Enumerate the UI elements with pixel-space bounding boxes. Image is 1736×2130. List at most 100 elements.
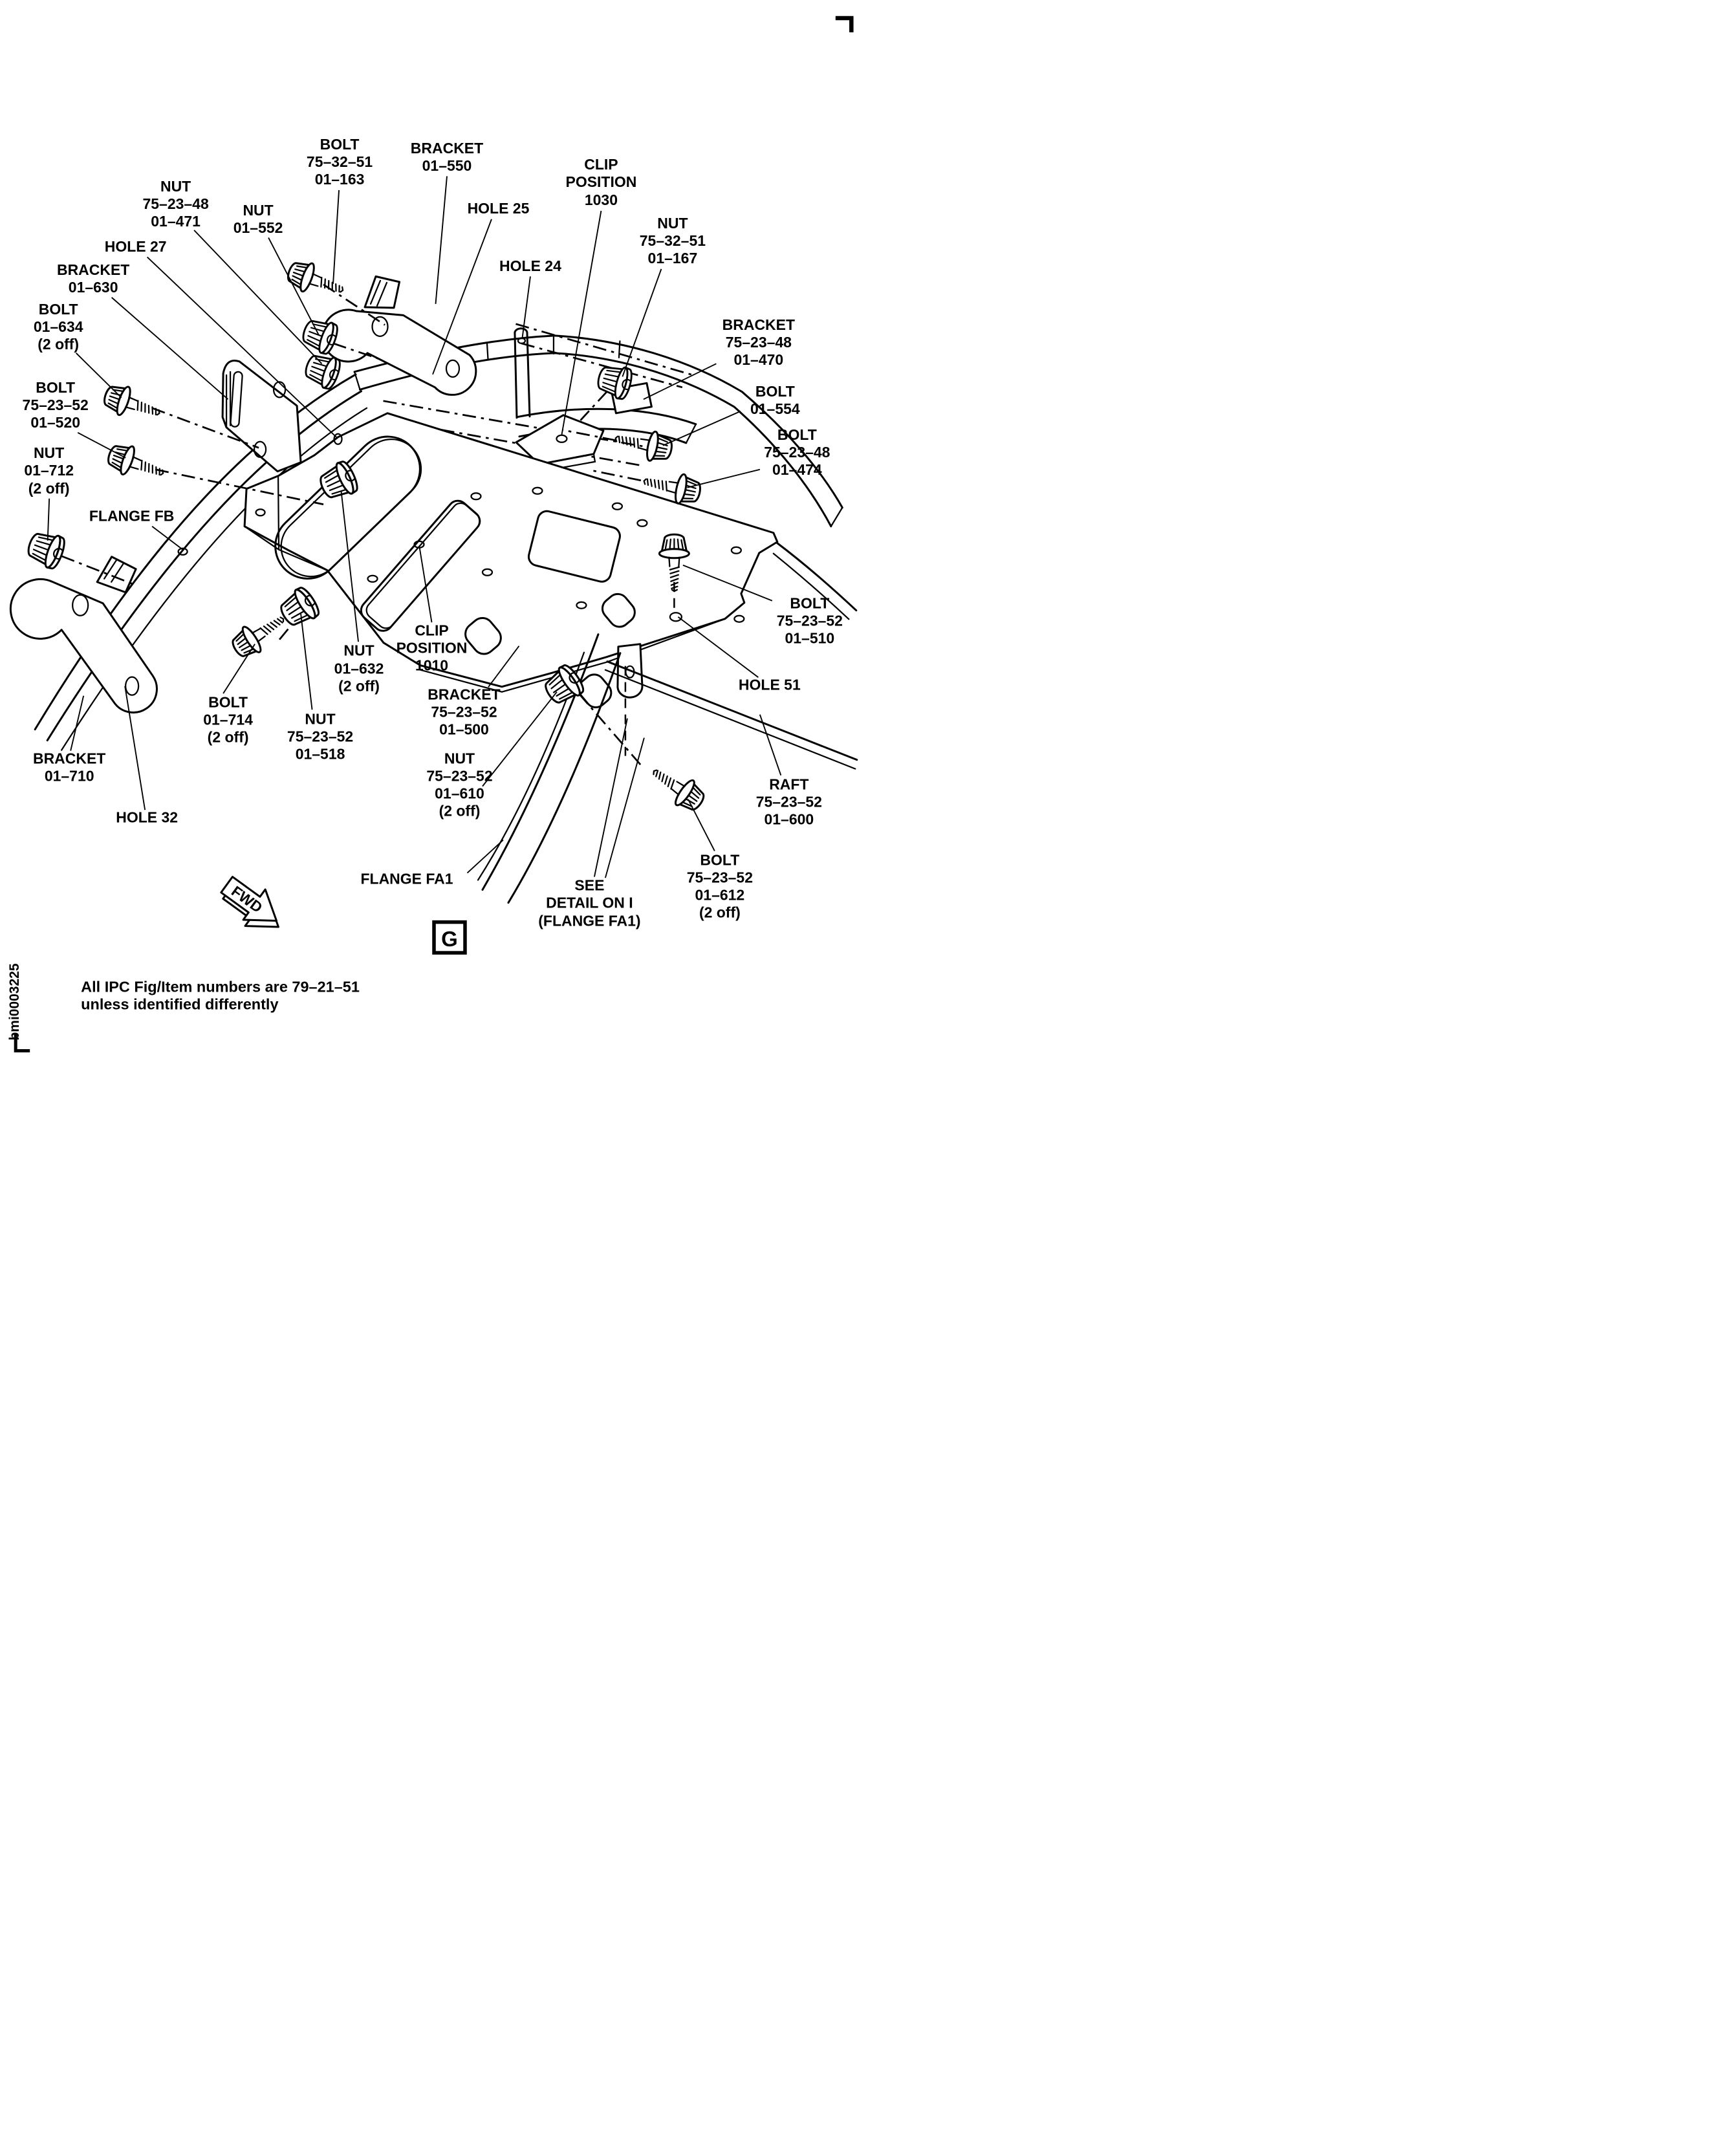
svg-text:01–474: 01–474: [772, 461, 822, 478]
svg-text:01–552: 01–552: [233, 219, 283, 236]
callout-labels: BOLT 75–32–51 01–163 BRACKET 01–550 HOLE…: [23, 136, 843, 929]
right-frame-continuation: [772, 542, 858, 620]
hole-27: [333, 433, 343, 445]
callout-bracket-470: BRACKET 75–23–48 01–470: [722, 316, 795, 368]
callout-nut-552: NUT 01–552: [233, 202, 283, 236]
clip-position-1030-hole: [556, 434, 568, 443]
svg-text:BOLT: BOLT: [700, 852, 739, 869]
svg-text:(2 off): (2 off): [439, 803, 481, 820]
svg-text:NUT: NUT: [657, 215, 688, 232]
svg-text:BOLT: BOLT: [790, 595, 829, 612]
svg-text:01–518: 01–518: [296, 746, 345, 763]
callout-nut-712: NUT 01–712 (2 off): [24, 444, 74, 497]
svg-text:BOLT: BOLT: [777, 426, 817, 443]
bracket-550-part: [321, 275, 477, 396]
callout-nut-518: NUT 75–23–52 01–518: [287, 711, 353, 763]
bolt-714-glyph: [226, 605, 293, 664]
clip-rail: [514, 327, 697, 444]
svg-text:01–600: 01–600: [764, 811, 814, 828]
raft-lines: [604, 660, 858, 770]
bracket-710-part: [9, 556, 158, 713]
callout-clip-1010: CLIP POSITION 1010: [396, 622, 468, 674]
svg-text:BOLT: BOLT: [208, 694, 248, 711]
callout-hole-32: HOLE 32: [116, 809, 178, 826]
callout-bracket-500: BRACKET 75–23–52 01–500: [428, 686, 500, 738]
svg-text:NUT: NUT: [160, 178, 191, 195]
svg-text:(2 off): (2 off): [338, 678, 380, 695]
callout-bolt-612: BOLT 75–23–52 01–612 (2 off): [687, 852, 753, 921]
svg-text:POSITION: POSITION: [396, 640, 468, 657]
figure-letter: G: [441, 927, 458, 951]
svg-text:DETAIL ON I: DETAIL ON I: [546, 895, 633, 911]
svg-text:01–510: 01–510: [785, 630, 834, 647]
svg-text:01–612: 01–612: [695, 887, 745, 904]
svg-text:75–32–51: 75–32–51: [307, 153, 373, 170]
leader-lines: [47, 176, 782, 878]
callout-nut-610: NUT 75–23–52 01–610 (2 off): [426, 750, 492, 820]
footnote-line2: unless identified differently: [81, 996, 278, 1013]
svg-text:HOLE 51: HOLE 51: [739, 677, 801, 693]
doc-code: bmi0003225: [7, 963, 22, 1040]
callout-bracket-630: BRACKET 01–630: [57, 261, 129, 296]
callout-nut-167: NUT 75–32–51 01–167: [640, 215, 706, 266]
svg-text:01–554: 01–554: [750, 400, 800, 417]
svg-text:1030: 1030: [585, 191, 618, 208]
callout-hole-51: HOLE 51: [739, 677, 801, 693]
svg-text:(2 off): (2 off): [28, 480, 70, 497]
page-corner-mark: [835, 16, 854, 32]
svg-text:01–630: 01–630: [69, 279, 118, 296]
svg-text:HOLE 24: HOLE 24: [499, 257, 561, 274]
svg-text:75–23–48: 75–23–48: [142, 195, 208, 212]
svg-text:(2 off): (2 off): [699, 904, 741, 921]
svg-text:BRACKET: BRACKET: [428, 686, 500, 703]
callout-bolt-520: BOLT 75–23–52 01–520: [23, 379, 89, 431]
callout-clip-1030: CLIP POSITION 1030: [566, 156, 637, 208]
svg-text:75–23–52: 75–23–52: [777, 613, 843, 629]
svg-text:75–23–52: 75–23–52: [687, 869, 753, 886]
callout-hole-24: HOLE 24: [499, 257, 561, 274]
svg-text:01–710: 01–710: [45, 768, 94, 785]
bracket-630-part: [221, 360, 302, 473]
svg-text:01–500: 01–500: [439, 721, 489, 738]
callout-bracket-710: BRACKET 01–710: [33, 750, 105, 785]
callout-bolt-163: BOLT 75–32–51 01–163: [307, 136, 373, 188]
bolt-612-glyph: [644, 757, 710, 817]
svg-text:NUT: NUT: [305, 711, 335, 728]
callout-flange-fa1: FLANGE FA1: [360, 871, 453, 887]
svg-text:HOLE 27: HOLE 27: [105, 238, 167, 255]
svg-text:1010: 1010: [415, 657, 448, 674]
svg-text:CLIP: CLIP: [584, 156, 618, 173]
ipc-exploded-parts-diagram: FWD G bmi0003225 All IPC Fig/Item number…: [0, 0, 868, 1065]
svg-text:01–470: 01–470: [733, 351, 783, 368]
svg-text:BOLT: BOLT: [39, 301, 78, 318]
svg-text:BRACKET: BRACKET: [57, 261, 129, 278]
svg-text:01–632: 01–632: [334, 660, 384, 677]
svg-text:RAFT: RAFT: [769, 776, 808, 793]
svg-text:75–23–48: 75–23–48: [726, 334, 792, 351]
callout-raft: RAFT 75–23–52 01–600: [756, 776, 822, 828]
callout-hole-25: HOLE 25: [468, 200, 530, 217]
svg-text:BRACKET: BRACKET: [722, 316, 795, 333]
figure-letter-box: G: [432, 920, 467, 955]
svg-text:BOLT: BOLT: [320, 136, 360, 153]
svg-text:01–163: 01–163: [315, 171, 365, 188]
bolt-163-glyph: [283, 255, 349, 305]
svg-text:01–610: 01–610: [435, 785, 484, 802]
nut-518-glyph: [274, 583, 323, 633]
svg-text:75–23–52: 75–23–52: [23, 397, 89, 413]
svg-text:(FLANGE FA1): (FLANGE FA1): [538, 913, 640, 929]
svg-text:(2 off): (2 off): [38, 336, 79, 353]
fwd-arrow: FWD: [220, 876, 279, 928]
svg-text:75–23–52: 75–23–52: [426, 768, 492, 785]
footnote-line1: All IPC Fig/Item numbers are 79–21–51: [81, 979, 360, 995]
svg-text:POSITION: POSITION: [566, 173, 637, 190]
svg-text:75–23–52: 75–23–52: [431, 704, 497, 721]
fastener-axes: [61, 283, 675, 767]
svg-text:01–471: 01–471: [151, 213, 201, 230]
hole-24: [517, 337, 526, 344]
callout-bracket-550: BRACKET 01–550: [411, 140, 483, 174]
svg-text:01–712: 01–712: [24, 462, 74, 479]
svg-text:01–714: 01–714: [203, 712, 253, 728]
callout-nut-471: NUT 75–23–48 01–471: [142, 178, 208, 230]
main-plate: [243, 373, 779, 709]
